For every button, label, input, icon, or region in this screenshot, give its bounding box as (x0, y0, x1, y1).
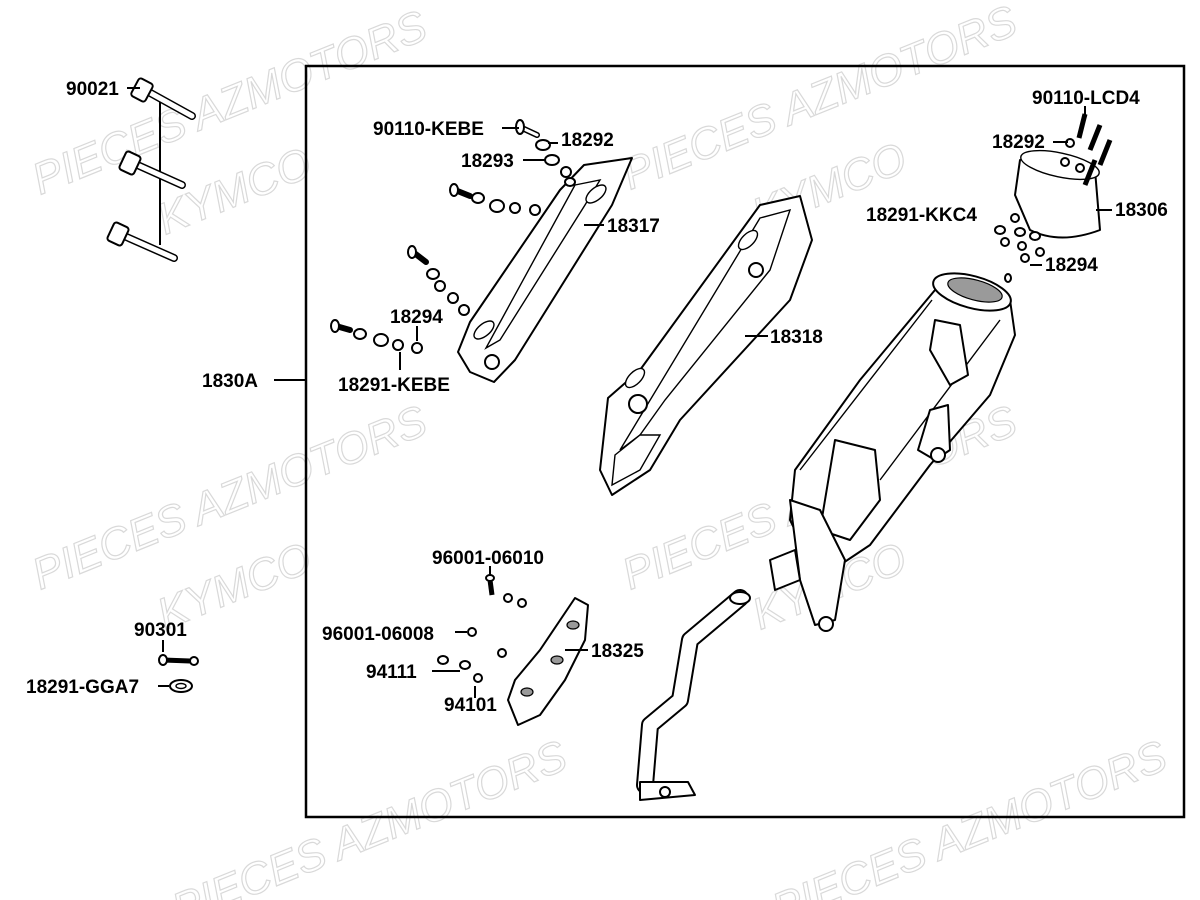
part-label: 90301 (134, 620, 187, 641)
part-label: 90021 (66, 79, 119, 100)
heat-guard-18317 (457, 157, 633, 383)
part-label: 18292 (561, 130, 614, 151)
bolt-icon (106, 221, 178, 262)
end-cap-18306 (1014, 149, 1101, 239)
part-label: 18291-KKC4 (866, 205, 977, 226)
assembly-frame (304, 64, 1186, 819)
hardware-cluster-right (994, 113, 1113, 283)
hardware-cluster-shield (437, 574, 527, 683)
watermark-text: KYMCO (150, 138, 318, 244)
part-label: 18294 (390, 307, 443, 328)
loose-parts-bottom-left: 90301 18291-GGA7 (26, 620, 199, 698)
part-label: 18293 (461, 151, 514, 172)
muffler-body (769, 272, 1016, 632)
part-label: 18317 (607, 216, 660, 237)
part-label: 18291-GGA7 (26, 677, 139, 698)
exhaust-pipe (636, 589, 751, 801)
heat-shield-18325 (507, 597, 589, 726)
watermark-text: PIECES AZMOTORS (165, 731, 573, 900)
part-label: 96001-06010 (432, 548, 544, 569)
part-label: 90110-LCD4 (1032, 88, 1140, 109)
part-label: 90110-KEBE (373, 119, 484, 140)
part-label: 96001-06008 (322, 624, 434, 645)
part-label: 18294 (1045, 255, 1098, 276)
bolt-icon (130, 77, 196, 120)
part-label: 18318 (770, 327, 823, 348)
heat-shield-shape (507, 597, 589, 726)
part-label: 94101 (444, 695, 497, 716)
watermark-text: PIECES AZMOTORS (765, 731, 1173, 900)
part-label: 94111 (366, 662, 417, 683)
heat-guard-18318 (599, 195, 813, 496)
part-label: 18292 (992, 132, 1045, 153)
bolt-icon (158, 654, 168, 666)
part-label: 18306 (1115, 200, 1168, 221)
hardware-cluster-left (330, 119, 576, 354)
part-label: 18291-KEBE (338, 375, 450, 396)
bolt-icon (118, 150, 186, 189)
bolt-group-90021: 90021 (66, 77, 196, 262)
part-label: 18325 (591, 641, 644, 662)
assembly-label: 1830A (202, 371, 258, 392)
